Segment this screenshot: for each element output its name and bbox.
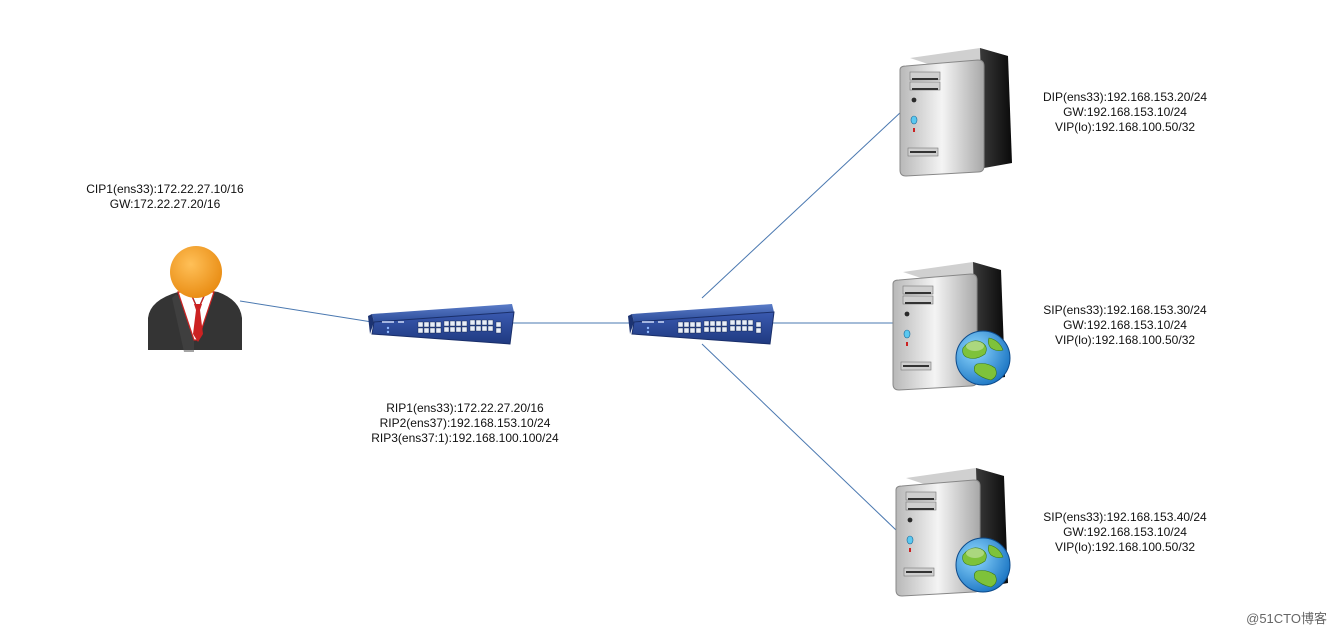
user-icon xyxy=(148,246,242,352)
router-rip2-line: RIP2(ens37):192.168.153.10/24 xyxy=(379,416,551,430)
network-switch-icon xyxy=(627,303,775,345)
router-rip3-line: RIP3(ens37:1):192.168.100.100/24 xyxy=(371,431,559,445)
real-server-1-address-label: SIP(ens33):192.168.153.30/24 GW:192.168.… xyxy=(1015,303,1235,348)
link-switch2-realserver2 xyxy=(701,343,897,531)
link-client-switch1 xyxy=(239,300,373,323)
rs2-vip-line: VIP(lo):192.168.100.50/32 xyxy=(1054,540,1196,554)
server-tower-icon xyxy=(899,47,1013,177)
rs1-sip-line: SIP(ens33):192.168.153.30/24 xyxy=(1043,303,1207,317)
rs1-vip-line: VIP(lo):192.168.100.50/32 xyxy=(1054,333,1196,347)
director-dip-line: DIP(ens33):192.168.153.20/24 xyxy=(1042,90,1208,104)
client-address-label: CIP1(ens33):172.22.27.10/16 GW:172.22.27… xyxy=(60,182,270,212)
real-server-2-address-label: SIP(ens33):192.168.153.40/24 GW:192.168.… xyxy=(1015,510,1235,555)
rs2-sip-line: SIP(ens33):192.168.153.40/24 xyxy=(1043,510,1207,524)
watermark: @51CTO博客 xyxy=(1246,611,1327,626)
globe-icon xyxy=(955,330,1011,386)
rs2-gw-line: GW:192.168.153.10/24 xyxy=(1063,525,1187,539)
globe-icon xyxy=(955,537,1011,593)
client-gw-line: GW:172.22.27.20/16 xyxy=(109,197,221,211)
link-switch2-director xyxy=(701,110,903,299)
rs1-gw-line: GW:192.168.153.10/24 xyxy=(1063,318,1187,332)
director-gw-line: GW:192.168.153.10/24 xyxy=(1063,105,1187,119)
router-address-label: RIP1(ens33):172.22.27.20/16 RIP2(ens37):… xyxy=(330,401,600,446)
director-vip-line: VIP(lo):192.168.100.50/32 xyxy=(1054,120,1196,134)
client-cip-line: CIP1(ens33):172.22.27.10/16 xyxy=(86,182,244,196)
director-address-label: DIP(ens33):192.168.153.20/24 GW:192.168.… xyxy=(1015,90,1235,135)
router-rip1-line: RIP1(ens33):172.22.27.20/16 xyxy=(386,401,544,415)
network-switch-icon xyxy=(367,303,515,345)
